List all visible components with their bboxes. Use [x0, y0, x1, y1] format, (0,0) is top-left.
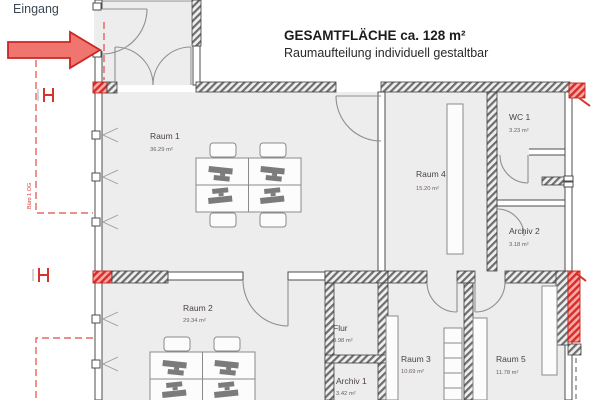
top-wall: [195, 81, 337, 93]
room-area-raum4: 15.20 m²: [416, 186, 439, 192]
room-area-archiv1: 3.42 m²: [336, 391, 356, 397]
wc1-bottom-wall: [496, 148, 566, 156]
cabinet-raum5-left: [472, 317, 488, 400]
interior-walls: [92, 82, 586, 400]
red-tick-arrow: [576, 273, 587, 282]
marked-wall-red: [92, 270, 113, 284]
raum2-door-arc: [242, 279, 289, 327]
page-subtitle: Raumaufteilung individuell gestaltbar: [284, 46, 488, 60]
entrance-door-arc: [101, 8, 148, 55]
axis-marker: [37, 88, 54, 102]
cabinet-raum5-right: [541, 285, 558, 376]
double-door-arc: [152, 46, 192, 86]
left-outer-wall: [94, 0, 103, 400]
marked-wall-red: [92, 81, 108, 94]
archiv2-door-arc: [496, 208, 525, 237]
cabinet-raum3-right: [443, 327, 463, 400]
door-jamb: [92, 2, 102, 11]
cabinet-raum4: [446, 103, 464, 255]
room-label-raum2: Raum 2: [183, 303, 213, 313]
red-annotations: Büro 1 OG: [7, 22, 591, 400]
wc1-door-arc: [499, 154, 529, 184]
wall-raum2-flur: [324, 282, 335, 400]
room-label-raum4: Raum 4: [416, 169, 446, 179]
room-label-raum1: Raum 1: [150, 131, 180, 141]
entrance-label: Eingang: [13, 2, 59, 16]
room-label-archiv2: Archiv 2: [509, 226, 540, 236]
archiv2-top-wall: [496, 199, 566, 207]
raum3-door-arc: [426, 281, 458, 313]
red-tick-arrow: [578, 97, 591, 107]
room-label-flur: Flur: [333, 323, 348, 333]
door-swings: [101, 8, 529, 327]
room-label-archiv1: Archiv 1: [336, 376, 367, 386]
cabinet-raum3-left: [385, 315, 399, 400]
room-area-wc1: 3.23 m²: [509, 128, 529, 134]
wall-stub: [541, 176, 565, 186]
wall-flur-archiv1: [324, 354, 389, 364]
room-area-raum5: 11.78 m²: [496, 370, 519, 376]
top-wall: [380, 81, 571, 93]
entrance-arrow: [7, 30, 102, 70]
room-label-raum5: Raum 5: [496, 354, 526, 364]
raum5-door-arc: [474, 281, 506, 313]
room-area-raum3: 10.69 m²: [401, 369, 424, 375]
room-area-raum1: 36.29 m²: [150, 147, 173, 153]
room-label-raum3: Raum 3: [401, 354, 431, 364]
marked-wall-red: [567, 270, 581, 343]
room-area-raum2: 29.34 m²: [183, 318, 206, 324]
room-area-archiv2: 3.18 m²: [509, 242, 529, 248]
page-title: GESAMTFLÄCHE ca. 128 m²: [284, 28, 466, 43]
wall-raum4-wc: [486, 91, 498, 272]
shelves: [385, 103, 558, 400]
wall-raum3-raum5: [463, 282, 474, 400]
room-labels: Raum 1 36.29 m² Raum 2 29.34 m² Raum 3 1…: [150, 112, 540, 397]
axis-note: Büro 1 OG: [27, 183, 33, 209]
door-arc: [335, 95, 382, 142]
outer-walls: [92, 0, 574, 400]
window-symbols: [91, 127, 119, 372]
room-area-flur: 3.98 m²: [333, 338, 353, 344]
wall-raum1-raum4: [377, 91, 386, 272]
axis-marker: [32, 268, 49, 282]
room-label-wc1: WC 1: [509, 112, 531, 122]
marked-wall-red: [568, 82, 586, 99]
vestibule-right-wall: [191, 0, 202, 47]
double-door-arc: [114, 46, 154, 86]
